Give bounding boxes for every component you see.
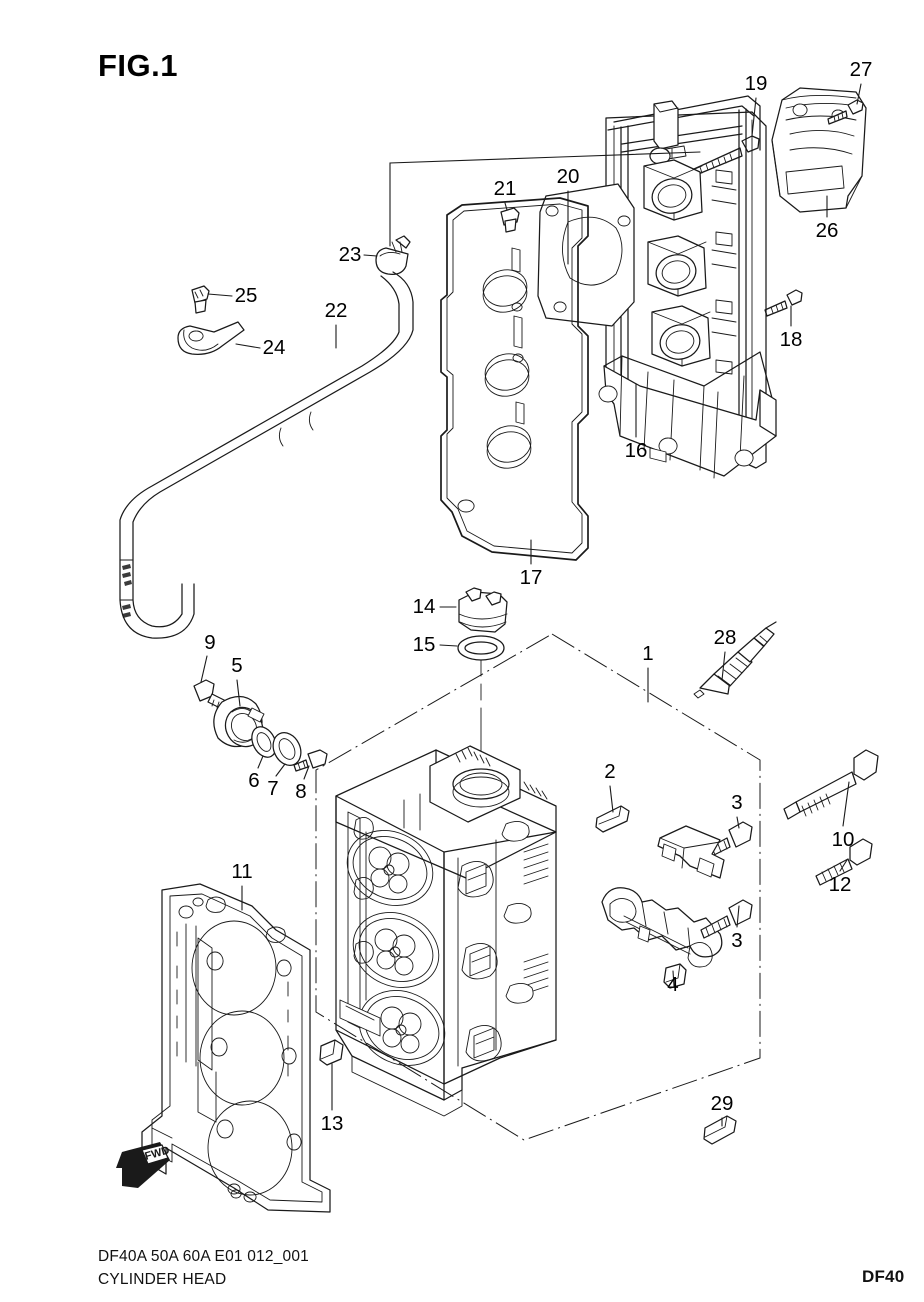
- callout-25: 25: [234, 283, 258, 307]
- callout-11: 11: [231, 859, 253, 883]
- part-25-bolt: [191, 285, 210, 314]
- footer-model-code: DF40A 50A 60A E01 012_001: [98, 1248, 309, 1265]
- part-15-oring: [457, 635, 505, 661]
- part-8-bolt: [293, 749, 328, 772]
- callout-19: 19: [744, 71, 768, 95]
- callout-15: 15: [412, 632, 436, 656]
- footer-section-name: CYLINDER HEAD: [98, 1271, 227, 1288]
- footer-series-code: DF40: [862, 1267, 905, 1286]
- combustion-chambers: [346, 830, 446, 1066]
- part-23-clamp: [375, 235, 411, 275]
- part-24-clamp-bracket: [177, 321, 245, 355]
- callout-7: 7: [267, 776, 279, 800]
- part-29-dowel-pin: [703, 1115, 737, 1145]
- callout-23: 23: [338, 242, 362, 266]
- callout-24: 24: [262, 335, 286, 359]
- callout-2: 2: [604, 759, 616, 783]
- part-16-head-cover: [596, 95, 777, 479]
- part-22-hose: [119, 271, 414, 639]
- callout-6: 6: [248, 768, 260, 792]
- part-1-cylinder-head: [335, 745, 557, 1117]
- callout-18: 18: [779, 327, 803, 351]
- callout-20: 20: [556, 164, 580, 188]
- figure-title: FIG.1: [98, 48, 179, 83]
- part-27-bolt: [827, 99, 864, 125]
- part-13-dowel-pin: [319, 1039, 344, 1066]
- part-18-bolt: [764, 289, 803, 317]
- part-10-long-bolt: [783, 749, 879, 820]
- callout-21: 21: [493, 176, 517, 200]
- callout-1: 1: [642, 641, 654, 665]
- callout-4: 4: [667, 972, 679, 996]
- part-3-bolt-lower: [700, 899, 753, 939]
- cam-housing-lower: [601, 887, 723, 968]
- callout-13: 13: [320, 1111, 344, 1135]
- cam-cap-upper: [657, 825, 725, 879]
- callout-9: 9: [204, 630, 216, 654]
- fwd-marker: FWD: [116, 1142, 171, 1188]
- callout-26: 26: [815, 218, 839, 242]
- callout-16: 16: [624, 438, 648, 462]
- leader-lines: [200, 83, 862, 1127]
- callout-12: 12: [828, 872, 852, 896]
- callout-3-upper: 3: [731, 790, 743, 814]
- part-21-bolt: [500, 207, 520, 233]
- callout-14: 14: [412, 594, 436, 618]
- assembly-group-boundary: [315, 633, 761, 1141]
- cam-boss-3: [651, 305, 711, 367]
- callout-29: 29: [710, 1091, 734, 1115]
- part-19-bolt: [693, 135, 760, 176]
- callout-28: 28: [713, 625, 737, 649]
- callout-5: 5: [231, 653, 243, 677]
- part-11-head-gasket: [141, 883, 331, 1213]
- part-14-oil-cap: [458, 587, 508, 633]
- callout-10: 10: [831, 827, 855, 851]
- part-2-dowel-pin: [595, 805, 630, 833]
- cam-boss-2: [647, 235, 707, 297]
- part-6-oring: [251, 726, 277, 758]
- callout-27: 27: [849, 57, 873, 81]
- part-20-cover-plate: [537, 183, 635, 327]
- cam-boss-1: [643, 159, 703, 221]
- callout-22: 22: [324, 298, 348, 322]
- part-4-dowel-pin: [663, 963, 687, 989]
- callout-3-lower: 3: [731, 928, 743, 952]
- part-17-gasket: [440, 197, 589, 561]
- callout-17: 17: [519, 565, 543, 589]
- callout-8: 8: [295, 779, 307, 803]
